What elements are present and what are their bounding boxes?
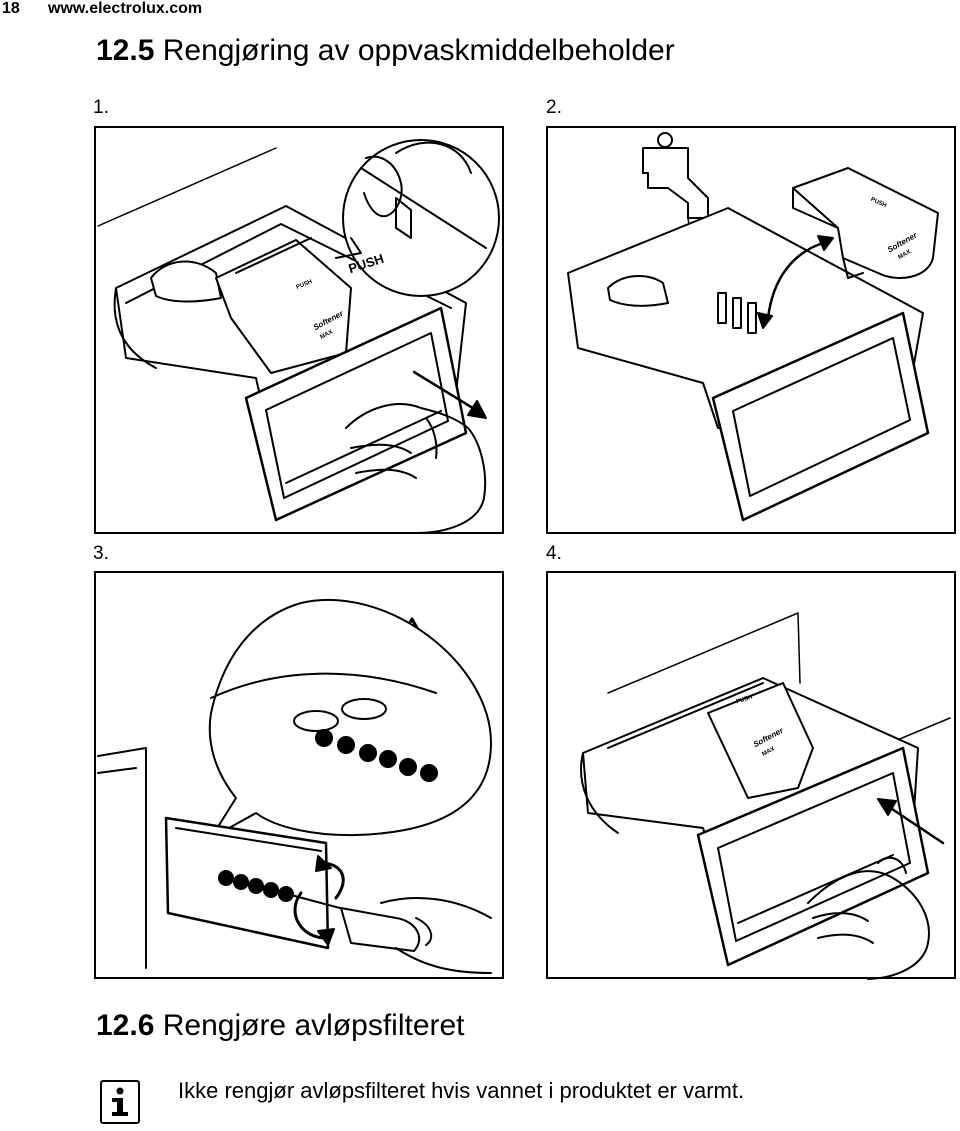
section-number: 12.5 <box>96 34 155 67</box>
warning-note-text: Ikke rengjør avløpsfilteret hvis vannet … <box>178 1078 745 1103</box>
illustration-step-2: PUSH Softener MAX <box>546 126 956 534</box>
step-label-4: 4. <box>546 543 562 564</box>
illustration-step-1: PUSH PUSH Softener MAX <box>94 126 504 534</box>
page-number: 18 <box>2 0 20 17</box>
illustration-step-3 <box>94 571 504 979</box>
website-link[interactable]: www.electrolux.com <box>48 0 203 17</box>
section-heading: Rengjøring av oppvaskmiddelbeholder <box>162 34 675 67</box>
step-label-3: 3. <box>93 543 109 564</box>
step-label-1: 1. <box>93 97 109 118</box>
section-heading: Rengjøre avløpsfilteret <box>162 1009 465 1042</box>
section-number: 12.6 <box>96 1009 155 1042</box>
illustration-step-4: PUSH Softener MAX <box>546 571 956 980</box>
section-title-12-5: 12.5 Rengjøring av oppvaskmiddelbeholder <box>96 34 675 68</box>
section-title-12-6: 12.6 Rengjøre avløpsfilteret <box>96 1009 465 1043</box>
info-icon <box>100 1080 140 1124</box>
step-label-2: 2. <box>546 97 562 118</box>
